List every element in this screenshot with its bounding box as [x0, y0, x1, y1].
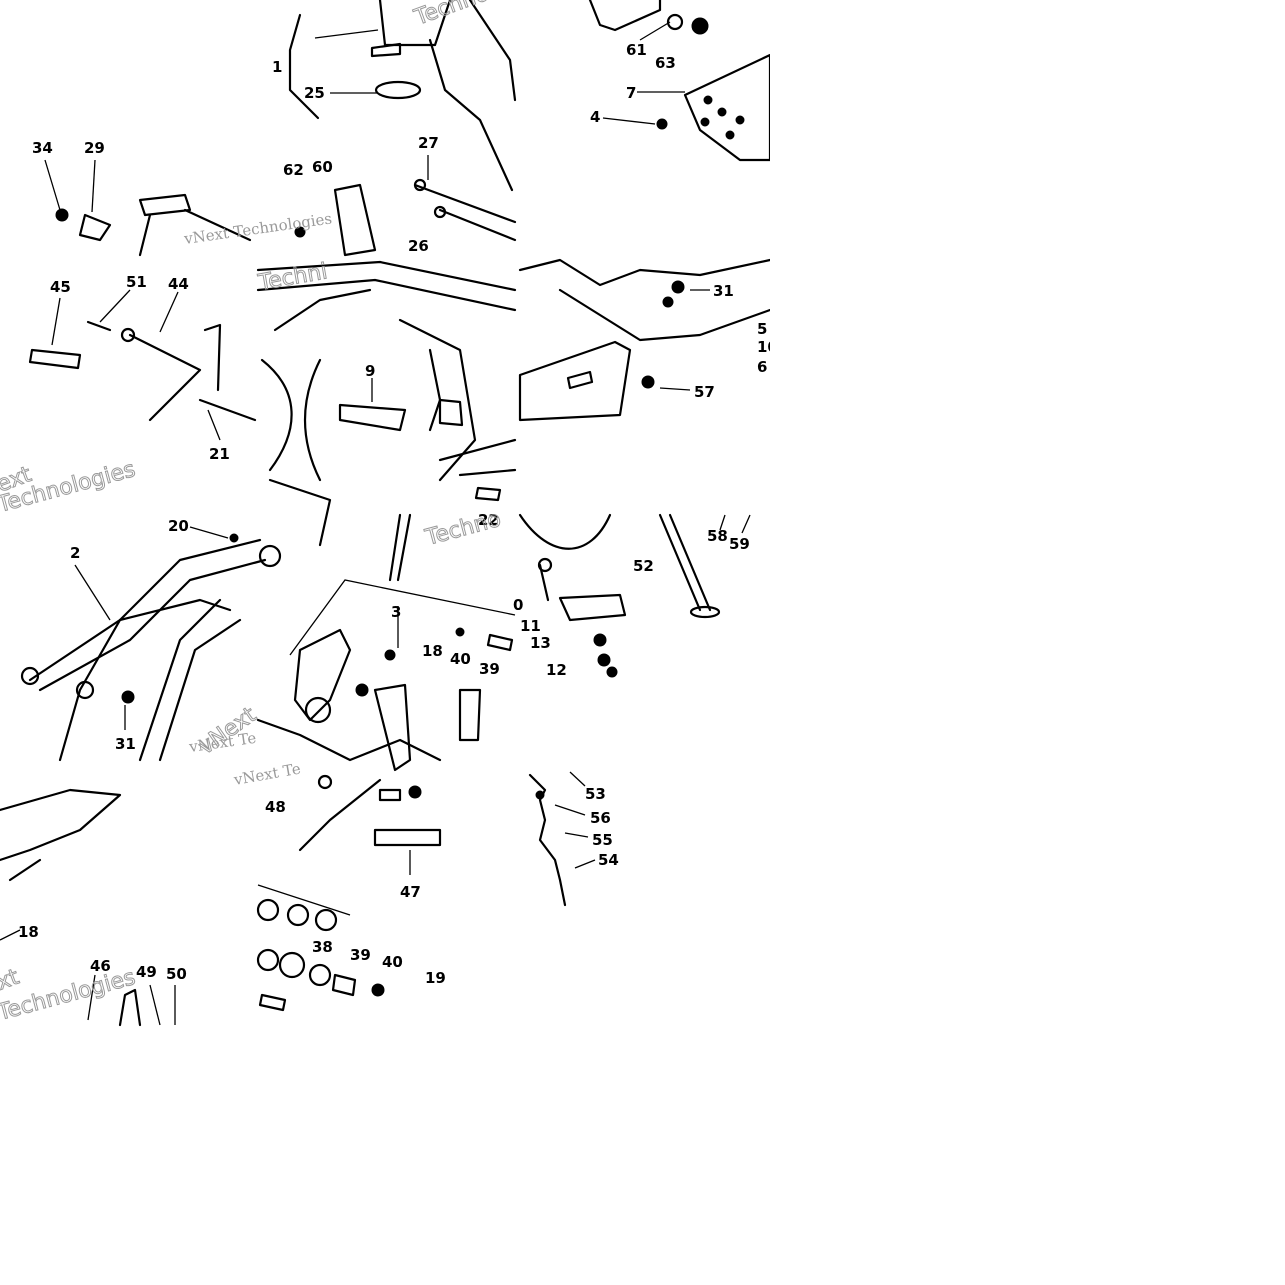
callout-label: 59: [729, 535, 750, 553]
callout-label: 0: [513, 596, 523, 614]
callout-label: 5: [757, 320, 767, 338]
callout-label: 11: [520, 617, 541, 635]
callout-label: 50: [166, 965, 187, 983]
callout-label: 44: [168, 275, 189, 293]
callout-label: 39: [479, 660, 500, 678]
tile-right-row3: [518, 513, 751, 678]
callout-label: 39: [350, 946, 371, 964]
callout-label: 18: [422, 642, 443, 660]
callout-label: 1: [272, 58, 282, 76]
callout-label: 19: [425, 969, 446, 987]
callout-label: 22: [478, 511, 499, 529]
callout-label: 40: [450, 650, 471, 668]
callout-label: 63: [655, 54, 676, 72]
callout-label: 9: [365, 362, 375, 380]
tile-top-middle: [288, 0, 517, 257]
tile-center-row4: [256, 774, 442, 1012]
callout-label: 61: [626, 41, 647, 59]
callout-label: 21: [209, 445, 230, 463]
callout-label: 51: [126, 273, 147, 291]
callout-label: 45: [50, 278, 71, 296]
callout-label: 3: [391, 603, 401, 621]
callout-label: 25: [304, 84, 325, 102]
tile-left-row4: [0, 788, 176, 1027]
callout-label: 62: [283, 161, 304, 179]
callout-label: 31: [713, 282, 734, 300]
callout-label: 46: [90, 957, 111, 975]
tile-left-row3: [20, 526, 282, 762]
callout-label: 34: [32, 139, 53, 157]
callout-label: 49: [136, 963, 157, 981]
callout-label: 47: [400, 883, 421, 901]
callout-label: 13: [530, 634, 551, 652]
tile-left-row2: [28, 159, 257, 441]
callout-label: 2: [70, 544, 80, 562]
callout-label: 18: [18, 923, 39, 941]
callout-label: 48: [265, 798, 286, 816]
callout-label: 6: [757, 358, 767, 376]
callout-label: 56: [590, 809, 611, 827]
tile-top-right: [588, 0, 772, 162]
tile-center-row2: [256, 260, 517, 547]
callout-label: 38: [312, 938, 333, 956]
callout-label: 12: [546, 661, 567, 679]
callout-label: 52: [633, 557, 654, 575]
callout-label: 7: [626, 84, 636, 102]
callout-label: 60: [312, 158, 333, 176]
callout-label: 54: [598, 851, 619, 869]
tile-right-row2: [518, 258, 772, 422]
callout-label: 57: [694, 383, 715, 401]
tile-right-row4: [528, 771, 596, 907]
callout-label: 53: [585, 785, 606, 803]
callout-label: 29: [84, 139, 105, 157]
callout-label: 26: [408, 237, 429, 255]
callout-label: 55: [592, 831, 613, 849]
callout-label: 58: [707, 527, 728, 545]
callout-label: 4: [590, 108, 600, 126]
callout-labels: 1 25 61 63 7 4 34 29 62 60 27 26 45 51 4…: [18, 41, 778, 987]
callout-label: 20: [168, 517, 189, 535]
callout-label: 40: [382, 953, 403, 971]
tile-center-row3: [256, 513, 516, 772]
callout-label: 31: [115, 735, 136, 753]
callout-label: 27: [418, 134, 439, 152]
